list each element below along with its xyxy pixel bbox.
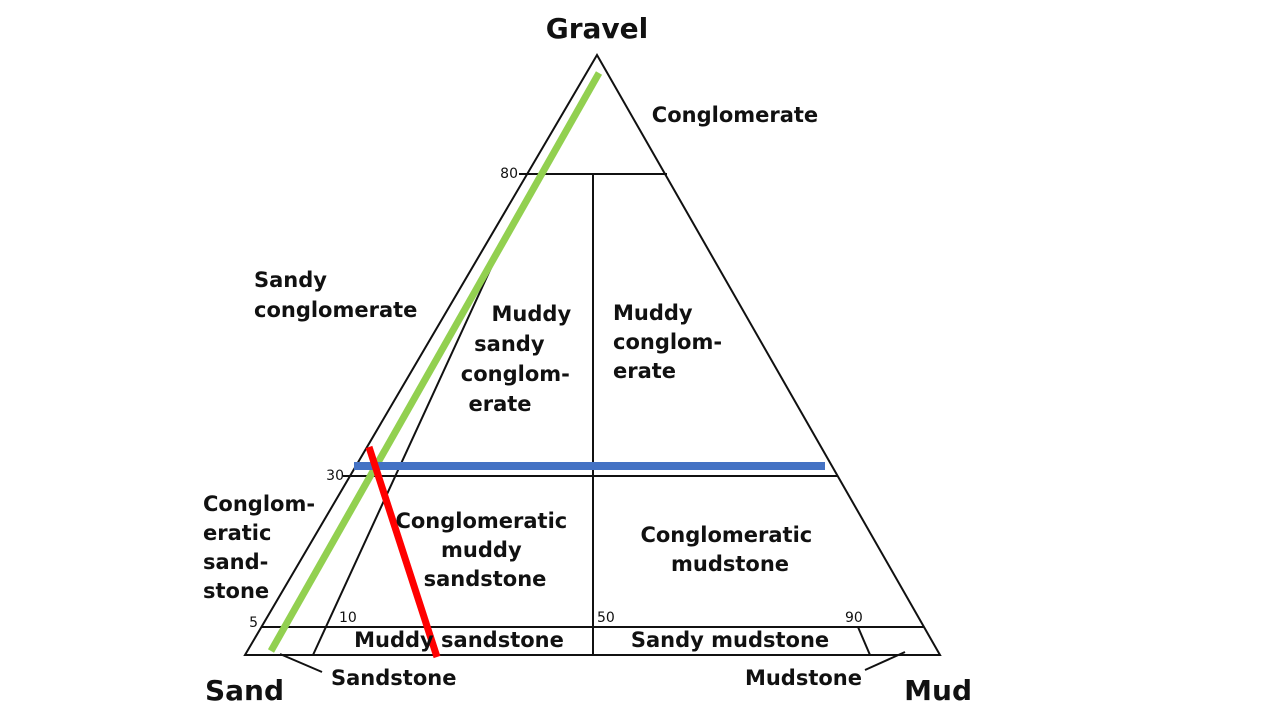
tick-label-50: 50: [597, 610, 615, 626]
region-muddy-sandy-conglomerate: Muddy sandy conglom- erate: [461, 302, 579, 416]
region-conglomeratic-sandstone: Conglom- eratic sand- stone: [203, 492, 322, 603]
region-conglomeratic-muddy-sandstone: Conglomeratic muddy sandstone: [395, 509, 574, 591]
region-conglomerate: Conglomerate: [652, 103, 818, 127]
region-muddy-conglomerate: Muddy conglom- erate: [613, 301, 729, 383]
vertex-label-gravel: Gravel: [546, 12, 649, 45]
tick-label-80: 80: [500, 166, 518, 182]
tick-label-5: 5: [249, 615, 258, 631]
overlay-green-line: [267, 71, 603, 653]
region-sandstone: Sandstone: [331, 666, 456, 690]
leader-sandstone: [279, 653, 323, 673]
tick-label-90: 90: [845, 610, 863, 626]
leader-mudstone: [864, 651, 906, 671]
region-sandy-mudstone: Sandy mudstone: [631, 628, 829, 652]
region-mudstone: Mudstone: [745, 666, 862, 690]
region-conglomeratic-mudstone: Conglomeratic mudstone: [640, 523, 819, 576]
overlay-red-line: [365, 445, 441, 659]
tick-label-30: 30: [326, 468, 344, 484]
vertex-label-sand: Sand: [205, 674, 284, 707]
region-muddy-sandstone: Muddy sandstone: [354, 628, 564, 652]
tick-label-10: 10: [339, 610, 357, 626]
boundary-ratio-90: [857, 626, 871, 656]
boundary-ratio-10: [312, 254, 498, 656]
region-sandy-conglomerate: Sandy conglomerate: [254, 268, 417, 322]
vertex-label-mud: Mud: [904, 674, 972, 707]
